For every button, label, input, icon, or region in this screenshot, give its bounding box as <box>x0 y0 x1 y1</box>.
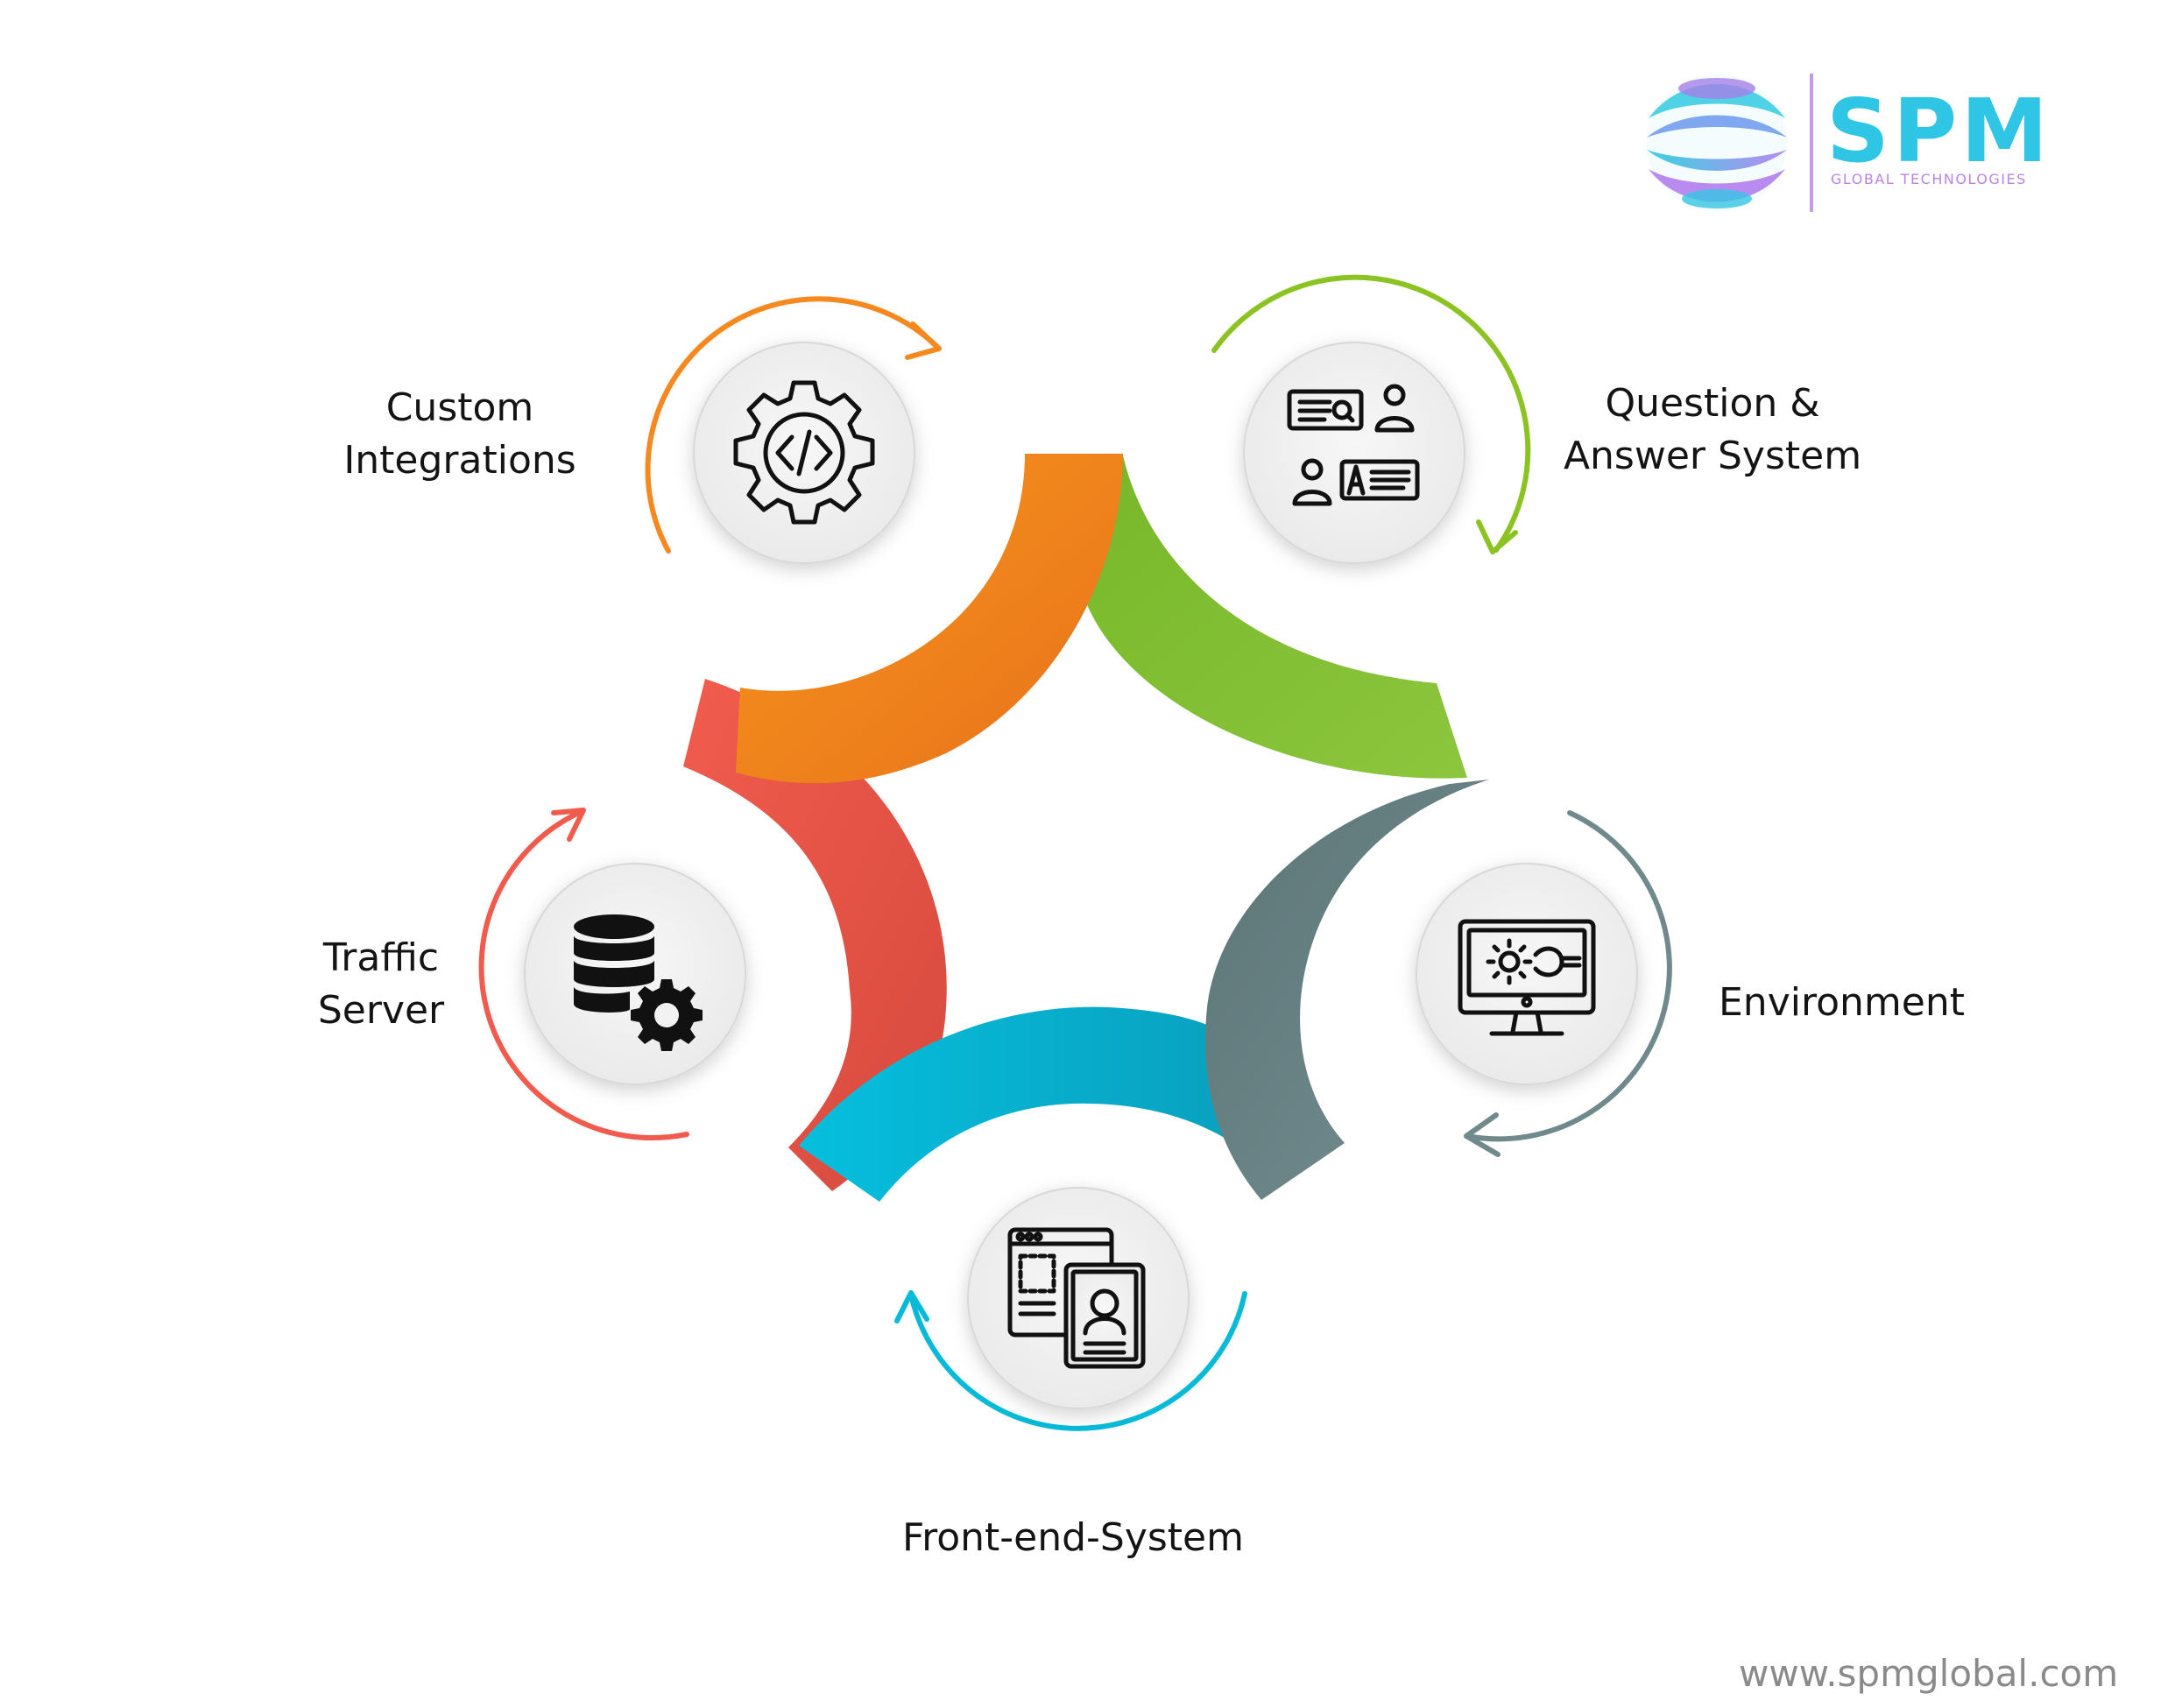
cyan-arc <box>799 1006 1261 1202</box>
question-answer-label-line1: Question & <box>1605 381 1820 426</box>
traffic-server-label-line2: Server <box>317 988 445 1033</box>
browser-profile-icon <box>1007 1227 1146 1369</box>
red-cycle-arrow <box>478 808 689 1140</box>
traffic-server-label-line1: Traffic <box>322 935 440 980</box>
logo-mark <box>1647 74 1787 211</box>
code-gear-icon <box>733 380 875 525</box>
environment-label-line1: Environment <box>1719 980 1965 1025</box>
ribbon-arcs <box>683 454 1489 1202</box>
orange-cycle-arrow <box>645 296 942 554</box>
logo-divider <box>1810 74 1813 212</box>
cycle-arrows <box>478 274 1672 1431</box>
question-answer-label: Question & Answer System <box>1550 378 1875 483</box>
website-url: www.spmglobal.com <box>1739 1652 2119 1695</box>
front-end-system-label: Front-end-System <box>876 1512 1270 1564</box>
slate-cycle-arrow <box>1464 810 1672 1157</box>
question-answer-icon <box>1287 384 1420 506</box>
custom-integrations-label-line1: Custom <box>385 385 534 430</box>
green-cycle-arrow <box>1211 274 1531 554</box>
slate-arc <box>1205 780 1489 1200</box>
logo-tagline: GLOBAL TECHNOLOGIES <box>1831 171 2027 187</box>
monitor-settings-icon <box>1458 919 1596 1036</box>
environment-label: Environment <box>1719 977 1981 1029</box>
custom-integrations-label: Custom Integrations <box>328 382 591 487</box>
circle-question-answer <box>1243 342 1465 564</box>
database-gear-icon <box>574 914 703 1051</box>
logo-wordmark: SPM <box>1826 80 2051 182</box>
green-arc <box>1077 455 1467 779</box>
red-arc <box>683 679 947 1191</box>
cyan-cycle-arrow <box>894 1290 1247 1431</box>
front-end-system-label-line1: Front-end-System <box>901 1515 1244 1560</box>
circle-environment <box>1416 863 1638 1085</box>
question-answer-label-line2: Answer System <box>1563 434 1862 478</box>
orange-arc <box>736 454 1123 784</box>
traffic-server-label: Traffic Server <box>307 932 455 1037</box>
custom-integrations-label-line2: Integrations <box>343 438 576 483</box>
